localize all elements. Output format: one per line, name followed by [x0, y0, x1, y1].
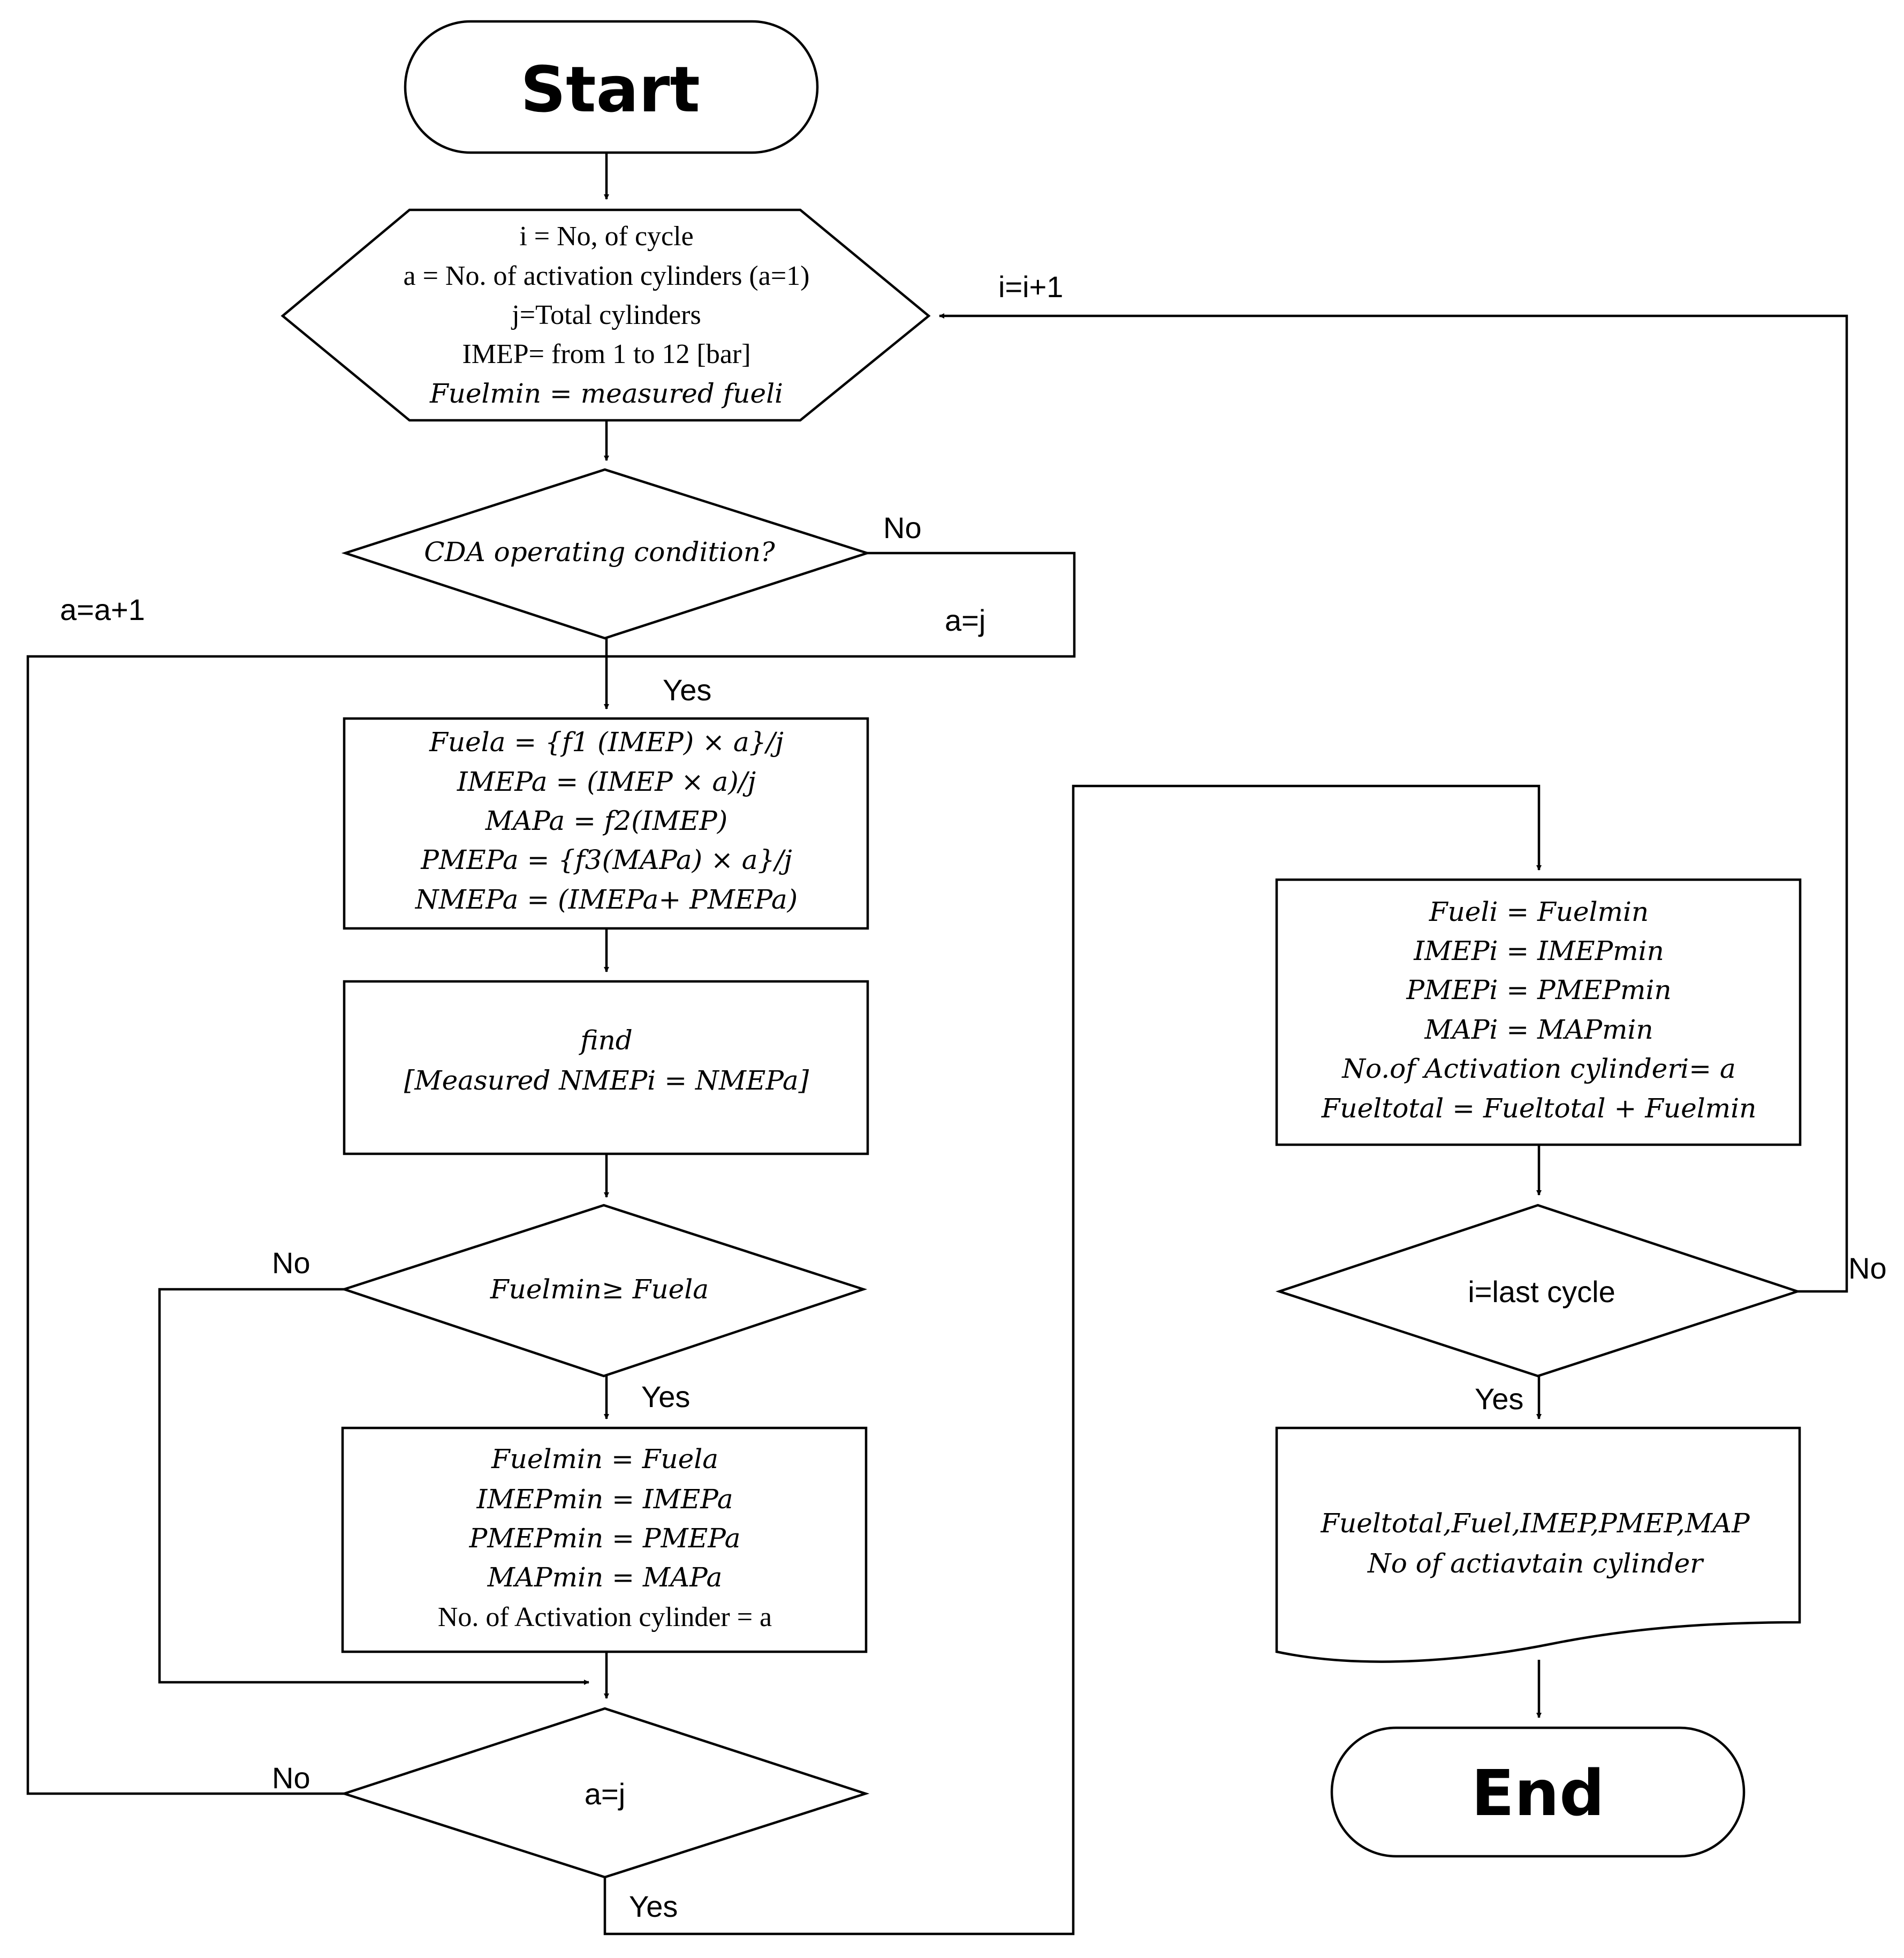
aj-decision-diamond: [340, 1707, 870, 1879]
fuel-decision-text: Fuelmin≥ Fuela: [490, 1274, 709, 1305]
calc-process-box: [343, 717, 869, 930]
fuel-yes-label: Yes: [641, 1380, 690, 1413]
loop-label-i: i=i+1: [998, 270, 1063, 304]
min-line-2: IMEPmin = IMEPa: [476, 1484, 733, 1515]
fuel-no-label: No: [272, 1246, 310, 1280]
min-line-3: PMEPmin = PMEPa: [469, 1523, 741, 1554]
assign-line-1: Fueli = Fuelmin: [1429, 896, 1649, 927]
init-line-1: i = No, of cycle: [519, 221, 693, 252]
init-line-5: Fuelmin = measured fueli: [429, 378, 783, 409]
min-line-1: Fuelmin = Fuela: [491, 1443, 718, 1475]
aj-yes-label: Yes: [629, 1889, 678, 1923]
calc-line-4: PMEPa = {f3(MAPa) × a}/j: [420, 844, 792, 875]
last-no-label: No: [1848, 1251, 1887, 1285]
assign-line-4: MAPi = MAPmin: [1424, 1014, 1653, 1045]
aj-yes-path: [603, 784, 1542, 1936]
cda-no-label: No: [883, 511, 922, 545]
start-label: Start: [520, 52, 700, 126]
min-line-5: No. of Activation cylinder = a: [438, 1602, 772, 1632]
init-line-3: j=Total cylinders: [511, 300, 701, 330]
calc-line-1: Fuela = {f1 (IMEP) × a}/j: [429, 727, 784, 758]
fuel-no-path: [158, 1288, 589, 1685]
calc-line-5: NMEPa = (IMEPa+ PMEPa): [415, 884, 798, 915]
output-line-2: No of actiavtain cylinder: [1367, 1548, 1704, 1579]
find-process-box: [343, 980, 869, 1155]
aj-no-loop-path: [26, 655, 606, 1795]
last-yes-label: Yes: [1475, 1382, 1523, 1416]
aj-no-label: No: [272, 1761, 310, 1795]
cda-yes-label: Yes: [663, 673, 711, 707]
fuel-decision-diamond: [340, 1204, 868, 1378]
end-terminal: [1330, 1726, 1746, 1858]
assign-line-2: IMEPi = IMEPmin: [1413, 935, 1664, 966]
assign-line-5: No.of Activation cylinderi= a: [1341, 1053, 1735, 1084]
assign-line-3: PMEPi = PMEPmin: [1406, 974, 1671, 1006]
init-hexagon: [280, 208, 931, 422]
calc-line-3: MAPa = f2(IMEP): [485, 805, 728, 836]
find-line-2: [Measured NMEPi = NMEPa]: [404, 1065, 809, 1096]
min-line-4: MAPmin = MAPa: [487, 1562, 723, 1593]
last-no-loop-path: [939, 313, 1848, 1293]
start-terminal: [404, 20, 819, 154]
find-line-1: find: [578, 1025, 633, 1056]
loop-label-a: a=a+1: [60, 593, 145, 626]
assign-line-6: Fueltotal = Fueltotal + Fuelmin: [1321, 1093, 1757, 1124]
last-decision-text: i=last cycle: [1468, 1275, 1615, 1309]
cda-no-path: [606, 551, 1076, 658]
end-label: End: [1471, 1756, 1604, 1830]
cda-decision-text: CDA operating condition?: [424, 536, 776, 568]
output-line-1: Fueltotal,Fuel,IMEP,PMEP,MAP: [1320, 1508, 1750, 1539]
init-line-2: a = No. of activation cylinders (a=1): [404, 261, 810, 291]
cda-no-action-label: a=j: [945, 603, 985, 637]
init-line-4: IMEP= from 1 to 12 [bar]: [462, 339, 750, 369]
output-document-shape: [1275, 1426, 1801, 1663]
min-process-box: [341, 1426, 868, 1653]
calc-line-2: IMEPa = (IMEP × a)/j: [457, 766, 756, 797]
aj-decision-text: a=j: [585, 1777, 625, 1811]
